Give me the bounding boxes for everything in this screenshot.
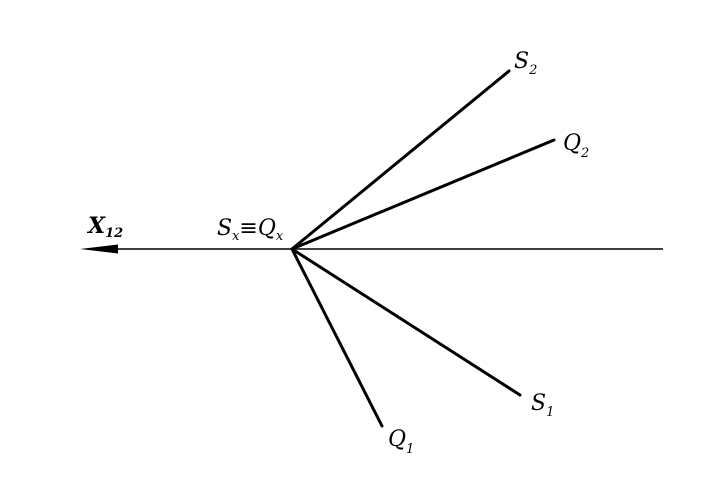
axis-arrowhead-icon [80,244,118,254]
ray-s2 [290,69,511,251]
axis-label: X12 [86,213,123,241]
ray-label-q1: Q1 [388,427,414,457]
origin-label: Sx≡Qx [217,216,284,244]
ray-q2 [290,138,556,251]
ray-label-s1: S1 [531,391,554,420]
ray-q1 [290,247,384,428]
ray-s1 [290,247,522,397]
ray-label-s2: S2 [514,49,537,78]
ray-label-q2: Q2 [563,131,589,161]
